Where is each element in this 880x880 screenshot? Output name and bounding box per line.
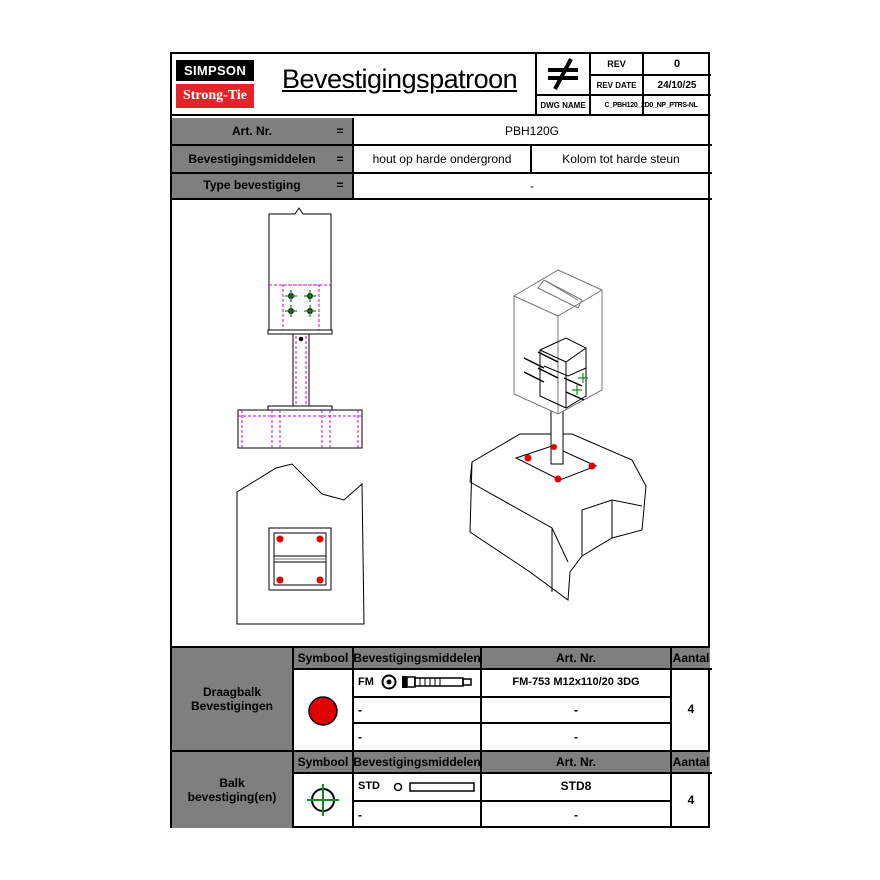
table1-row1-means: FM: [358, 668, 478, 696]
type-label: Type bevestiging: [203, 178, 301, 192]
isometric-view: [469, 269, 647, 601]
anchor-bolt-icon: [381, 674, 472, 690]
logo-bottom-text: Strong-Tie: [182, 88, 248, 103]
table1-row2-means: -: [358, 703, 362, 717]
table2-row1-means: STD: [358, 772, 478, 800]
plan-anchor-dots: [276, 535, 324, 584]
table1-row3-means: -: [358, 730, 362, 744]
table2-group-label: Balk bevestiging(en): [172, 752, 292, 828]
means-value-2: Kolom tot harde steun: [562, 152, 680, 166]
table2-row1-art: STD8: [560, 779, 592, 793]
table2-qty: 4: [687, 793, 695, 807]
red-dot-icon: [308, 696, 338, 726]
table1-col-qty: Aantal: [672, 651, 710, 665]
rev-date-label: REV DATE: [596, 80, 637, 90]
technical-drawing: [236, 207, 647, 625]
table2-row1-means-text: STD: [358, 780, 380, 792]
table1-group-label: Draagbalk Bevestigingen: [172, 648, 292, 750]
iso-anchor-dots: [524, 444, 596, 483]
table1-row2-art: -: [574, 703, 578, 717]
table1-col-symbol: Symbool: [297, 651, 349, 665]
green-crosshair-markers: [285, 290, 316, 317]
table2-col-qty: Aantal: [672, 755, 710, 769]
means-label: Bevestigingsmiddelen: [188, 152, 316, 166]
type-value: -: [530, 179, 534, 193]
logo-top-text: SIMPSON: [183, 63, 247, 78]
eq-1: =: [336, 124, 344, 138]
rev-label: REV: [607, 59, 626, 69]
table1-group-line1: Draagbalk: [202, 685, 262, 699]
table2-group-line2: bevestiging(en): [187, 790, 277, 804]
dwg-name-value: C_PBH120_2D0_NP_PTRS-NL: [604, 101, 698, 109]
table1-group-line2: Bevestigingen: [190, 699, 274, 713]
plan-view: [236, 463, 365, 625]
table2-col-symbol: Symbool: [297, 755, 349, 769]
eq-3: =: [336, 178, 344, 192]
logo-simpson: SIMPSON: [176, 60, 254, 81]
table2-row2-art: -: [574, 808, 578, 822]
table2-col-means: Bevestigingsmiddelen: [353, 755, 481, 769]
art-nr-value: PBH120G: [504, 124, 560, 138]
green-crosshair-icon: [307, 784, 339, 816]
dowel-icon: [393, 782, 475, 792]
rev-date-value: 24/10/25: [657, 79, 697, 91]
table2-row2-means: -: [358, 808, 362, 822]
drawing-sheet: SIMPSON Strong-Tie Bevestigingspatroon R…: [170, 52, 712, 828]
table1-row3-art: -: [574, 730, 578, 744]
art-nr-label: Art. Nr.: [231, 124, 272, 138]
eq-2: =: [336, 152, 344, 166]
table1-col-means: Bevestigingsmiddelen: [353, 651, 481, 665]
table1-row1-means-text: FM: [358, 676, 374, 688]
dwg-name-label: DWG NAME: [540, 100, 586, 110]
iso-green-markers: [572, 373, 588, 395]
table2-col-art: Art. Nr.: [555, 755, 596, 769]
table1-row1-art: FM-753 M12x110/20 3DG: [512, 676, 640, 688]
not-equal-icon: [548, 58, 578, 90]
table2-group-line1: Balk: [219, 776, 245, 790]
rev-value: 0: [673, 58, 681, 70]
means-value-1: hout op harde ondergrond: [372, 152, 512, 166]
table1-col-art: Art. Nr.: [555, 651, 596, 665]
logo-strongtie: Strong-Tie: [176, 84, 254, 108]
table1-qty: 4: [687, 702, 695, 716]
page-title: Bevestigingspatroon: [282, 64, 518, 94]
elevation-view: [237, 207, 363, 449]
